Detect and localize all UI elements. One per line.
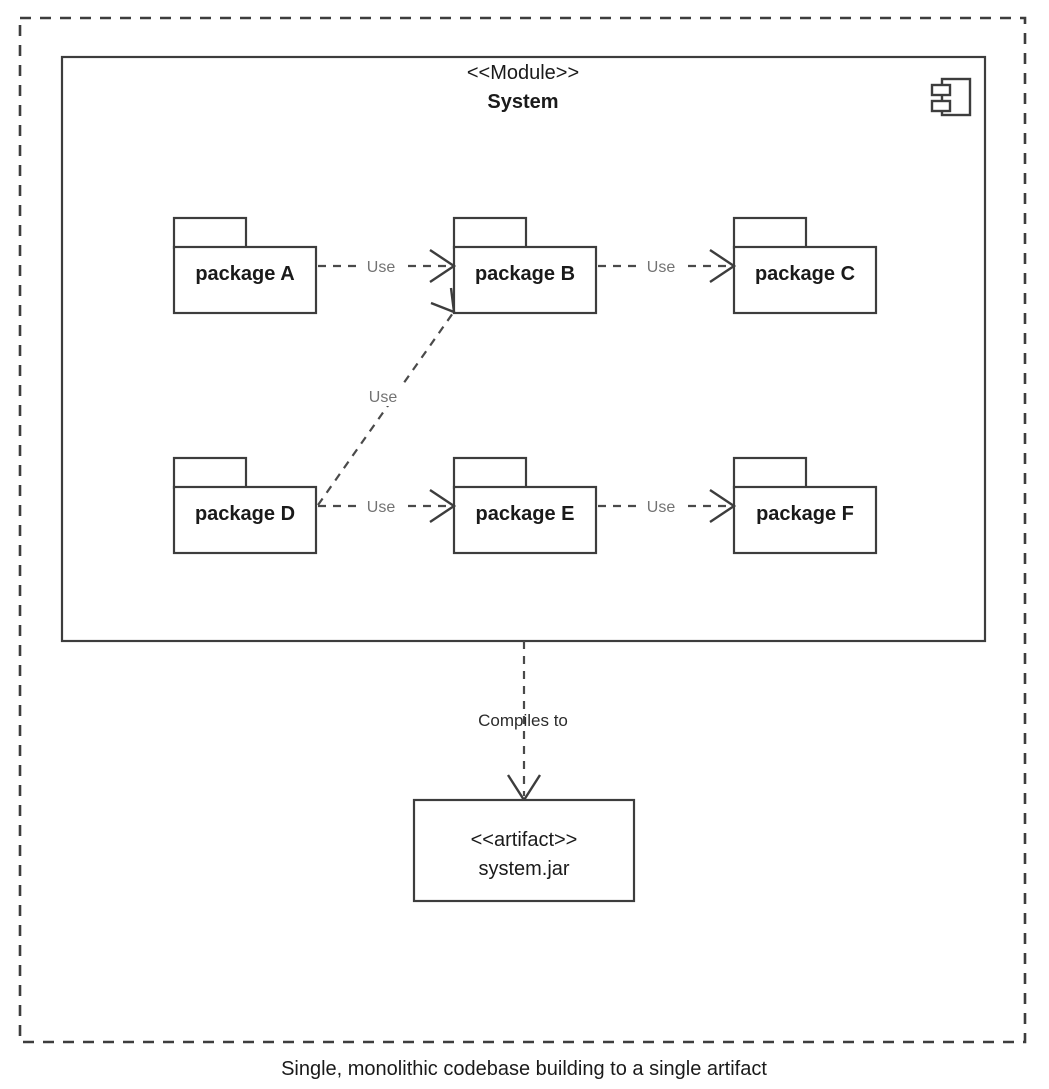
dependency-e-to-f-arrowhead	[709, 489, 737, 523]
diagram-caption: Single, monolithic codebase building to …	[281, 1058, 767, 1080]
package-b-tab	[452, 216, 528, 250]
outer-boundary	[18, 16, 1027, 1044]
package-c-tab	[732, 216, 808, 250]
package-d-body	[172, 485, 318, 555]
package-e-body	[452, 485, 598, 555]
system-stereotype-label: <<Module>>	[467, 62, 579, 84]
dependency-d-to-e-arrowhead	[429, 489, 457, 523]
package-node-d[interactable]: package D	[172, 456, 318, 555]
package-e-tab	[452, 456, 528, 490]
package-node-e[interactable]: package E	[452, 456, 598, 555]
artifact-node[interactable]: <<artifact>> system.jar	[412, 798, 636, 903]
package-node-f[interactable]: package F	[732, 456, 878, 555]
artifact-box	[412, 798, 636, 903]
package-a-tab	[172, 216, 248, 250]
dependency-b-to-c-arrowhead	[709, 249, 737, 283]
package-f-tab	[732, 456, 808, 490]
dependency-e-to-f[interactable]: Use	[598, 489, 737, 523]
package-b-body	[452, 245, 598, 315]
dependency-b-to-c[interactable]: Use	[598, 249, 737, 283]
dependency-e-to-f-label-bg	[638, 494, 682, 516]
package-b-label: package B	[475, 263, 575, 285]
package-node-b[interactable]: package B	[452, 216, 598, 315]
dependency-d-to-b-arrowhead	[430, 287, 456, 314]
package-node-a[interactable]: package A	[172, 216, 318, 315]
package-c-label: package C	[755, 263, 855, 285]
artifact-stereotype-label: <<artifact>>	[471, 829, 578, 851]
system-name-label: System	[487, 91, 558, 113]
dependency-d-to-e-label: Use	[367, 499, 396, 516]
compiles-to-relationship[interactable]: Compiles to	[478, 641, 568, 803]
dependency-d-to-e-label-bg	[358, 494, 402, 516]
package-a-body	[172, 245, 318, 315]
dependency-d-to-b[interactable]: Use	[317, 287, 456, 506]
package-a-label: package A	[195, 263, 294, 285]
package-f-body	[732, 485, 878, 555]
package-node-c[interactable]: package C	[732, 216, 878, 315]
dependency-a-to-b-arrowhead	[429, 249, 457, 283]
dependency-d-to-b-label-bg	[360, 384, 404, 406]
dependency-a-to-b-label-bg	[358, 254, 402, 276]
package-f-label: package F	[756, 503, 854, 525]
package-c-body	[732, 245, 878, 315]
dependency-d-to-b-label: Use	[369, 389, 398, 406]
dependency-b-to-c-label-bg	[638, 254, 682, 276]
component-icon	[930, 77, 972, 117]
compiles-to-label: Compiles to	[478, 711, 568, 730]
dependency-d-to-e[interactable]: Use	[318, 489, 457, 523]
dependency-d-to-b-line	[317, 312, 454, 506]
package-d-tab	[172, 456, 248, 490]
package-e-label: package E	[476, 503, 575, 525]
dependency-a-to-b-label: Use	[367, 259, 396, 276]
dependency-e-to-f-label: Use	[647, 499, 676, 516]
dependency-b-to-c-label: Use	[647, 259, 676, 276]
dependency-a-to-b[interactable]: Use	[318, 249, 457, 283]
artifact-name-label: system.jar	[478, 858, 569, 880]
package-d-label: package D	[195, 503, 295, 525]
